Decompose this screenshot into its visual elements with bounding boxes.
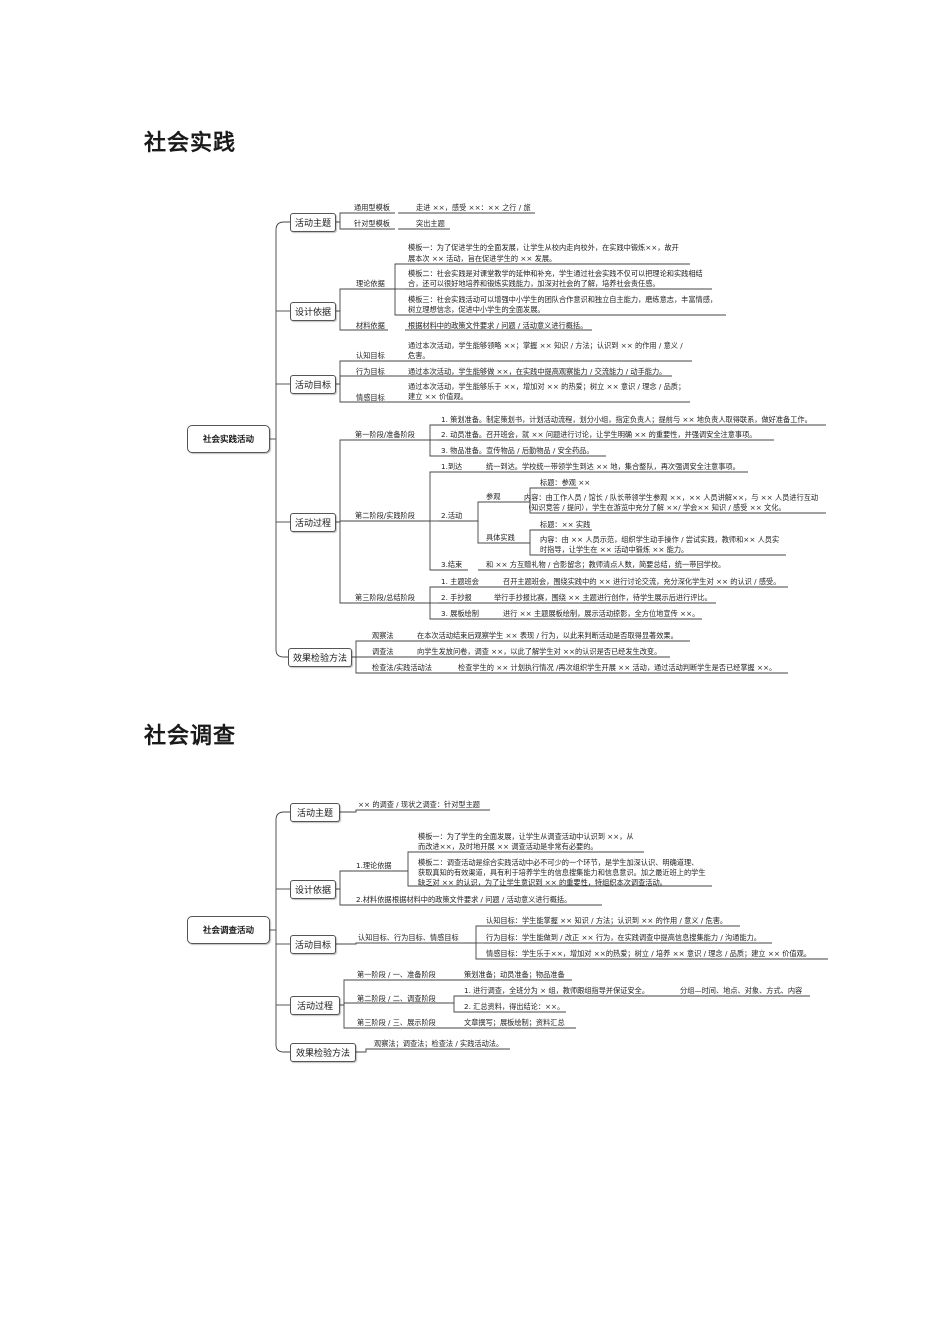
- process-practice-line2: 时指导，让学生在 ×× 活动中锻炼 ×× 能力。: [540, 545, 689, 554]
- process-visit-line2: （知识竞答 / 提问），学生在游览中充分了解 ××/ 学会×× 知识 / 感受 …: [524, 503, 786, 512]
- process-practice-line1: 内容：由 ×× 人员示范，组织学生动手操作 / 尝试实践，教师和×× 人员实: [540, 535, 780, 544]
- survey-goal-emotion: 情感目标：学生乐于××，增加对 ××的热爱；树立 / 培养 ×× 意识 / 理念…: [486, 949, 811, 958]
- process-stage1-item2: 2. 动员准备。召开班会，就 ×× 问题进行讨论，让学生明确 ×× 的重要性，并…: [441, 430, 757, 439]
- process-activity-label: 2.活动: [441, 511, 463, 520]
- basis-template1-line1: 模板一：为了促进学生的全面发展，让学生从校内走向校外，在实践中锻炼××，故开: [408, 243, 679, 252]
- theme-specific-text: 突出主题: [416, 219, 445, 228]
- survey-branch-evaluation: 效果检验方法: [290, 1043, 356, 1062]
- goal-behavior-label: 行为目标: [356, 367, 385, 376]
- eval-survey-text: 向学生发放问卷，调查 ××，以此了解学生对 ××的认识是否已经发生改变。: [417, 647, 662, 656]
- process-stage3-item1-text: 召开主题班会，围绕实践中的 ×× 进行讨论交流，充分深化学生对 ×× 的认识 /…: [503, 577, 781, 586]
- basis-template3-line1: 模板三：社会实践活动可以增强中小学生的团队合作意识和独立自主能力，磨练意志，丰富…: [408, 295, 718, 304]
- survey-branch-theme: 活动主题: [290, 803, 340, 822]
- survey-eval-text: 观察法；调查法；检查法 / 实践活动法。: [374, 1039, 504, 1048]
- process-stage3-item1-label: 1. 主题班会: [441, 577, 479, 586]
- survey-basis-material-text: 根据材料中的政策文件要求 / 问题 / 活动意义进行概括。: [392, 895, 572, 904]
- goal-emotion-line1: 通过本次活动，学生能够乐于 ××，增加对 ×× 的热爱；树立 ×× 意识 / 理…: [408, 382, 686, 391]
- survey-process-stage1-label: 第一阶段 / 一、准备阶段: [357, 970, 436, 979]
- process-stage3-item2-text: 举行手抄报比赛，围绕 ×× 主题进行创作，待学生展示后进行评比。: [494, 593, 712, 602]
- process-stage3-label: 第三阶段/总结阶段: [355, 593, 415, 602]
- process-arrive-label: 1.到达: [441, 462, 463, 471]
- survey-goal-cognitive: 认知目标：学生能掌握 ×× 知识 / 方法；认识到 ×× 的作用 / 意义 / …: [486, 916, 728, 925]
- process-practice-label: 具体实践: [486, 533, 515, 542]
- survey-process-stage2-note: 分组—时间、地点、对象、方式、内容: [680, 986, 803, 995]
- process-stage1-item3: 3. 物品准备。宣传物品 / 后勤物品 / 安全药品。: [441, 446, 594, 455]
- process-practice-title: 标题：×× 实践: [540, 520, 591, 529]
- survey-basis-template1-line2: 而改进××，及时地开展 ×× 调查活动是非常有必要的。: [418, 842, 598, 851]
- goal-emotion-line2: 建立 ×× 价值观。: [408, 392, 468, 401]
- survey-process-stage2-item1: 1. 进行调查，全班分为 × 组，教师跟组指导并保证安全。: [464, 986, 650, 995]
- survey-process-stage2-label: 第二阶段 / 二、调查阶段: [357, 994, 436, 1003]
- process-stage3-item2-label: 2. 手抄报: [441, 593, 472, 602]
- survey-process-stage3-label: 第三阶段 / 三、展示阶段: [357, 1018, 436, 1027]
- section-heading-survey: 社会调查: [144, 724, 237, 749]
- survey-branch-basis: 设计依据: [290, 880, 336, 899]
- branch-theme: 活动主题: [290, 213, 336, 232]
- root-node-practice: 社会实践活动: [187, 425, 270, 453]
- section-heading-practice: 社会实践: [144, 131, 237, 156]
- process-end-text: 和 ×× 方互赠礼物 / 合影留念；教师清点人数，简要总结，统一带回学校。: [486, 560, 726, 569]
- survey-process-stage3-text: 文章撰写；展板绘制；资料汇总: [464, 1018, 565, 1027]
- basis-material-text: 根据材料中的政策文件要求 / 问题 / 活动意义进行概括。: [408, 321, 588, 330]
- survey-goal-label: 认知目标、行为目标、情感目标: [358, 933, 459, 942]
- theme-general-label: 通用型模板: [354, 203, 390, 212]
- branch-basis: 设计依据: [290, 302, 336, 321]
- process-visit-label: 参观: [486, 492, 501, 501]
- survey-basis-template2-line2: 获取真知的有效渠道，具有利于培养学生的信息搜集能力和信息意识。加之最近班上的学生: [418, 868, 706, 877]
- basis-theory-label: 理论依据: [356, 279, 385, 288]
- branch-process: 活动过程: [290, 513, 336, 532]
- basis-template1-line2: 展本次 ×× 活动，旨在促进学生的 ×× 发展。: [408, 254, 557, 263]
- basis-material-label: 材料依据: [356, 321, 385, 330]
- eval-observation-label: 观察法: [372, 631, 394, 640]
- eval-survey-label: 调查法: [372, 647, 394, 656]
- process-stage1-label: 第一阶段/准备阶段: [355, 430, 415, 439]
- survey-theme-text: ×× 的调查 / 现状之调查：针对型主题: [358, 800, 480, 809]
- branch-evaluation: 效果检验方法: [288, 648, 352, 667]
- root-node-survey: 社会调查活动: [187, 916, 270, 944]
- survey-basis-material-label: 2.材料依据: [356, 895, 392, 904]
- survey-basis-theory-label: 1.理论依据: [356, 861, 392, 870]
- survey-goal-behavior: 行为目标：学生能做到 / 改正 ×× 行为，在实践调查中提高信息搜集能力 / 沟…: [486, 933, 761, 942]
- process-visit-title: 标题：参观 ××: [540, 478, 591, 487]
- process-stage3-item3-label: 3. 展板绘制: [441, 609, 479, 618]
- process-stage3-item3-text: 进行 ×× 主题展板绘制，展示活动掠影，全方位地宣传 ××。: [503, 609, 700, 618]
- eval-check-text: 检查学生的 ×× 计划执行情况 /再次组织学生开展 ×× 活动，通过活动判断学生…: [458, 663, 777, 672]
- process-stage1-item1: 1. 策划准备。制定策划书，计划活动流程，划分小组，指定负责人；提前与 ×× 地…: [441, 415, 812, 424]
- theme-specific-label: 针对型模板: [354, 219, 390, 228]
- goal-cognitive-label: 认知目标: [356, 351, 385, 360]
- survey-branch-process: 活动过程: [290, 996, 340, 1015]
- process-end-label: 3.结束: [441, 560, 463, 569]
- survey-basis-template1-line1: 模板一：为了学生的全面发展，让学生从调查活动中认识到 ××，从: [418, 832, 634, 841]
- process-arrive-text: 统一到达。学校统一带领学生到达 ×× 地，集合整队，再次强调安全注意事项。: [486, 462, 740, 471]
- goal-emotion-label: 情感目标: [356, 393, 385, 402]
- goal-behavior-text: 通过本次活动，学生能够做 ××，在实践中提高观察能力 / 交流能力 / 动手能力…: [408, 367, 667, 376]
- goal-cognitive-line1: 通过本次活动，学生能够领略 ××；掌握 ×× 知识 / 方法；认识到 ×× 的作…: [408, 341, 683, 350]
- survey-process-stage1-text: 策划准备；动员准备；物品准备: [464, 970, 565, 979]
- survey-basis-template2-line3: 缺乏对 ×× 的认识，为了让学生意识到 ×× 的重要性，特组织本次调查活动。: [418, 878, 667, 887]
- basis-template2-line2: 合，还可以很好地培养和锻炼实践能力，加深对社会的了解，培养社会责任感。: [408, 279, 660, 288]
- eval-observation-text: 在本次活动结束后观察学生 ×× 表现 / 行为，以此来判断活动是否取得显著效果。: [417, 631, 678, 640]
- survey-process-stage2-item2: 2. 汇总资料，得出结论：××。: [464, 1002, 565, 1011]
- survey-basis-template2-line1: 模板二：调查活动是综合实践活动中必不可少的一个环节，是学生加深认识、明确道理、: [418, 858, 699, 867]
- theme-general-text: 走进 ××，感受 ××：×× 之行 / 旅: [416, 203, 531, 212]
- goal-cognitive-line2: 危害。: [408, 351, 430, 360]
- branch-goals: 活动目标: [290, 375, 336, 394]
- process-stage2-label: 第二阶段/实践阶段: [355, 511, 415, 520]
- survey-branch-goals: 活动目标: [290, 935, 336, 954]
- basis-template3-line2: 树立理想信念，促进中小学生的全面发展。: [408, 305, 545, 314]
- basis-template2-line1: 模板二：社会实践是对课堂教学的延伸和补充，学生通过社会实践不仅可以把理论和实践相…: [408, 269, 703, 278]
- eval-check-label: 检查法/实践活动法: [372, 663, 432, 672]
- process-visit-line1: 内容：由工作人员 / 馆长 / 队长带领学生参观 ××，×× 人员讲解××，与 …: [524, 493, 819, 502]
